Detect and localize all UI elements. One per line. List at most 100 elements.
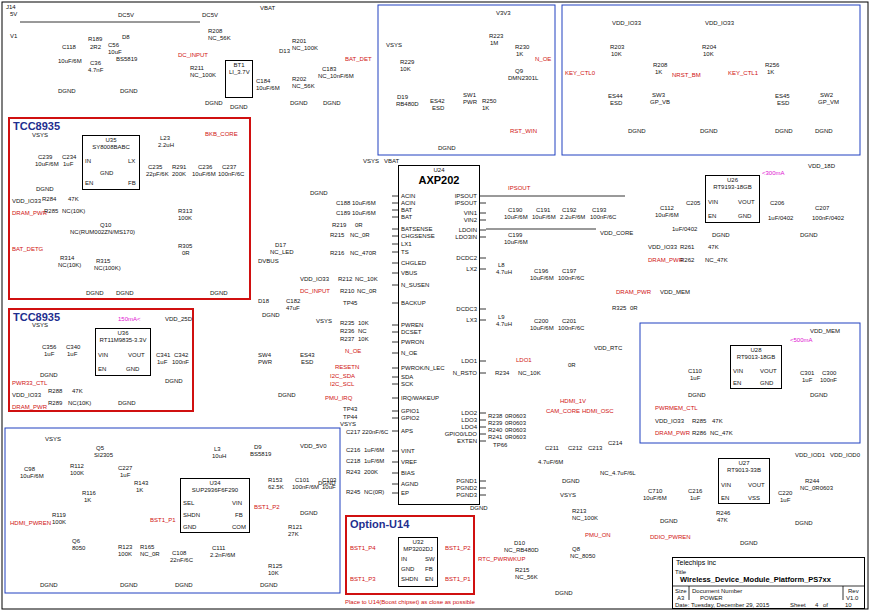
part-label: of <box>823 602 828 608</box>
part-label: 1K <box>516 51 523 57</box>
part-label: RT9193-18GB <box>709 184 756 191</box>
part-label: R250 <box>482 98 496 104</box>
net-label: RST_WIN <box>510 128 537 134</box>
pin-name: VBUS <box>401 270 417 276</box>
pin-name: PGND2 <box>456 485 477 491</box>
net-label: BKB_CORE <box>205 131 238 137</box>
net-label: PMU_IRQ <box>325 395 352 401</box>
pin-name: ACIN <box>401 193 415 199</box>
pin-name: BIAS <box>401 470 415 476</box>
part-label: NC_100K <box>572 515 598 521</box>
part-label: V3V3 <box>496 10 511 16</box>
pin-name: EXTEN <box>457 438 477 444</box>
net-label: DRAM_PWR <box>648 257 683 263</box>
pin-name: LDO4 <box>461 424 477 430</box>
part-label: C235 <box>148 164 162 170</box>
part-label: Document Number <box>692 588 742 594</box>
pin-name: BACKUP <box>401 300 426 306</box>
part-label: Q10 <box>100 222 111 228</box>
part-label: Date: Tuesday, December 29, 2015 <box>675 602 769 608</box>
part-label: C237 <box>222 164 236 170</box>
part-label: J14 <box>6 4 16 10</box>
part-label: 200K <box>364 469 378 475</box>
pin-name: PGND1 <box>456 478 477 484</box>
current-note: 150mA< <box>118 316 141 322</box>
part-label: C110 <box>688 368 702 374</box>
pin-name: GPIO2 <box>401 415 419 421</box>
net-label: BAT_DET <box>345 56 372 62</box>
part-label: DGND <box>323 100 341 106</box>
net-label: DRAM_PWR <box>12 404 47 410</box>
part-label: 1K <box>482 105 489 111</box>
part-label: V1.0 <box>846 595 858 601</box>
part-label: DGND <box>660 518 678 524</box>
part-label: C108 <box>172 550 186 556</box>
part-label: DGND <box>628 128 646 134</box>
part-label: U27 <box>722 460 766 467</box>
net-label: DRAM_PWR <box>655 430 690 436</box>
part-label: ES45 <box>775 93 790 99</box>
part-label: C216 <box>688 488 702 494</box>
part-label: 10uF/6M <box>192 171 216 177</box>
part-label: 10 <box>845 602 852 608</box>
part-label: 10uF/6M <box>504 214 528 220</box>
part-label: ESD <box>301 359 313 365</box>
part-label: SW4 <box>258 352 271 358</box>
pin-name: SCK <box>401 381 413 387</box>
title-block-rule <box>672 586 865 600</box>
part-label: R284 <box>42 196 56 202</box>
pin-name: CHGLED <box>401 260 426 266</box>
part-label: 10uF/6M <box>530 275 554 281</box>
pin-name: PGND3 <box>456 492 477 498</box>
part-label: VBAT <box>260 5 275 11</box>
pin-name: GPIO0/LDO <box>445 431 477 437</box>
net-label: BST1_P1 <box>445 576 471 582</box>
part-label: VSYS <box>340 421 356 427</box>
net-label: KEY_CTL1 <box>728 70 758 76</box>
part-label: VDD_IO33 <box>12 392 41 398</box>
part-label: LI_3.7V <box>229 69 249 76</box>
part-label: 1uF <box>690 495 700 501</box>
part-label: DGND <box>205 100 223 106</box>
pin-name: TS <box>401 249 409 255</box>
part-label: R116 <box>82 490 96 496</box>
part-label: C239 <box>38 154 52 160</box>
part-label: NC_10K <box>518 370 541 376</box>
part-label: R314 <box>60 255 74 261</box>
group-outline <box>378 5 555 155</box>
part-label: R211 <box>190 65 204 71</box>
part-label: 1M <box>490 40 498 46</box>
part-label: VSYS <box>386 42 402 48</box>
part-label: D8 <box>122 34 130 40</box>
part-label: DGND <box>810 392 828 398</box>
part-label: 5V <box>10 11 17 17</box>
part-label: C188 <box>336 200 350 206</box>
part-label: DGND <box>712 232 730 238</box>
part-label: 47K <box>717 517 728 523</box>
pin-name: N_RSTO <box>453 370 477 376</box>
pin-name: LX2 <box>466 266 477 272</box>
net-label: I2C_SDA <box>330 373 355 379</box>
part-label: NC(10K) <box>62 208 85 214</box>
part-label: C236 <box>198 164 212 170</box>
part-label: C111 <box>212 545 225 551</box>
part-label: 10K <box>268 570 279 576</box>
part-label: U32 <box>402 539 434 546</box>
part-label: 10K <box>400 66 411 72</box>
pin-name: GND <box>100 170 113 176</box>
part-label: 0R <box>355 222 363 228</box>
part-label: 0R <box>568 362 576 368</box>
part-label: DGND <box>36 186 54 192</box>
part-label: TP44 <box>343 414 357 420</box>
part-label: SW1 <box>463 92 476 98</box>
pin-name: IN <box>85 158 91 164</box>
pin-name: LX <box>128 158 135 164</box>
pin-name: PWRON <box>401 339 424 345</box>
part-label: Telechips inc <box>676 559 861 567</box>
part-label: DGND <box>175 582 193 588</box>
part-label: VDD_IO33 <box>655 418 684 424</box>
part-label: NC_470R <box>350 250 376 256</box>
part-label: NC_LED <box>270 249 294 255</box>
part-label: R241 <box>488 434 502 440</box>
part-label: 10uF/6M <box>20 473 44 479</box>
